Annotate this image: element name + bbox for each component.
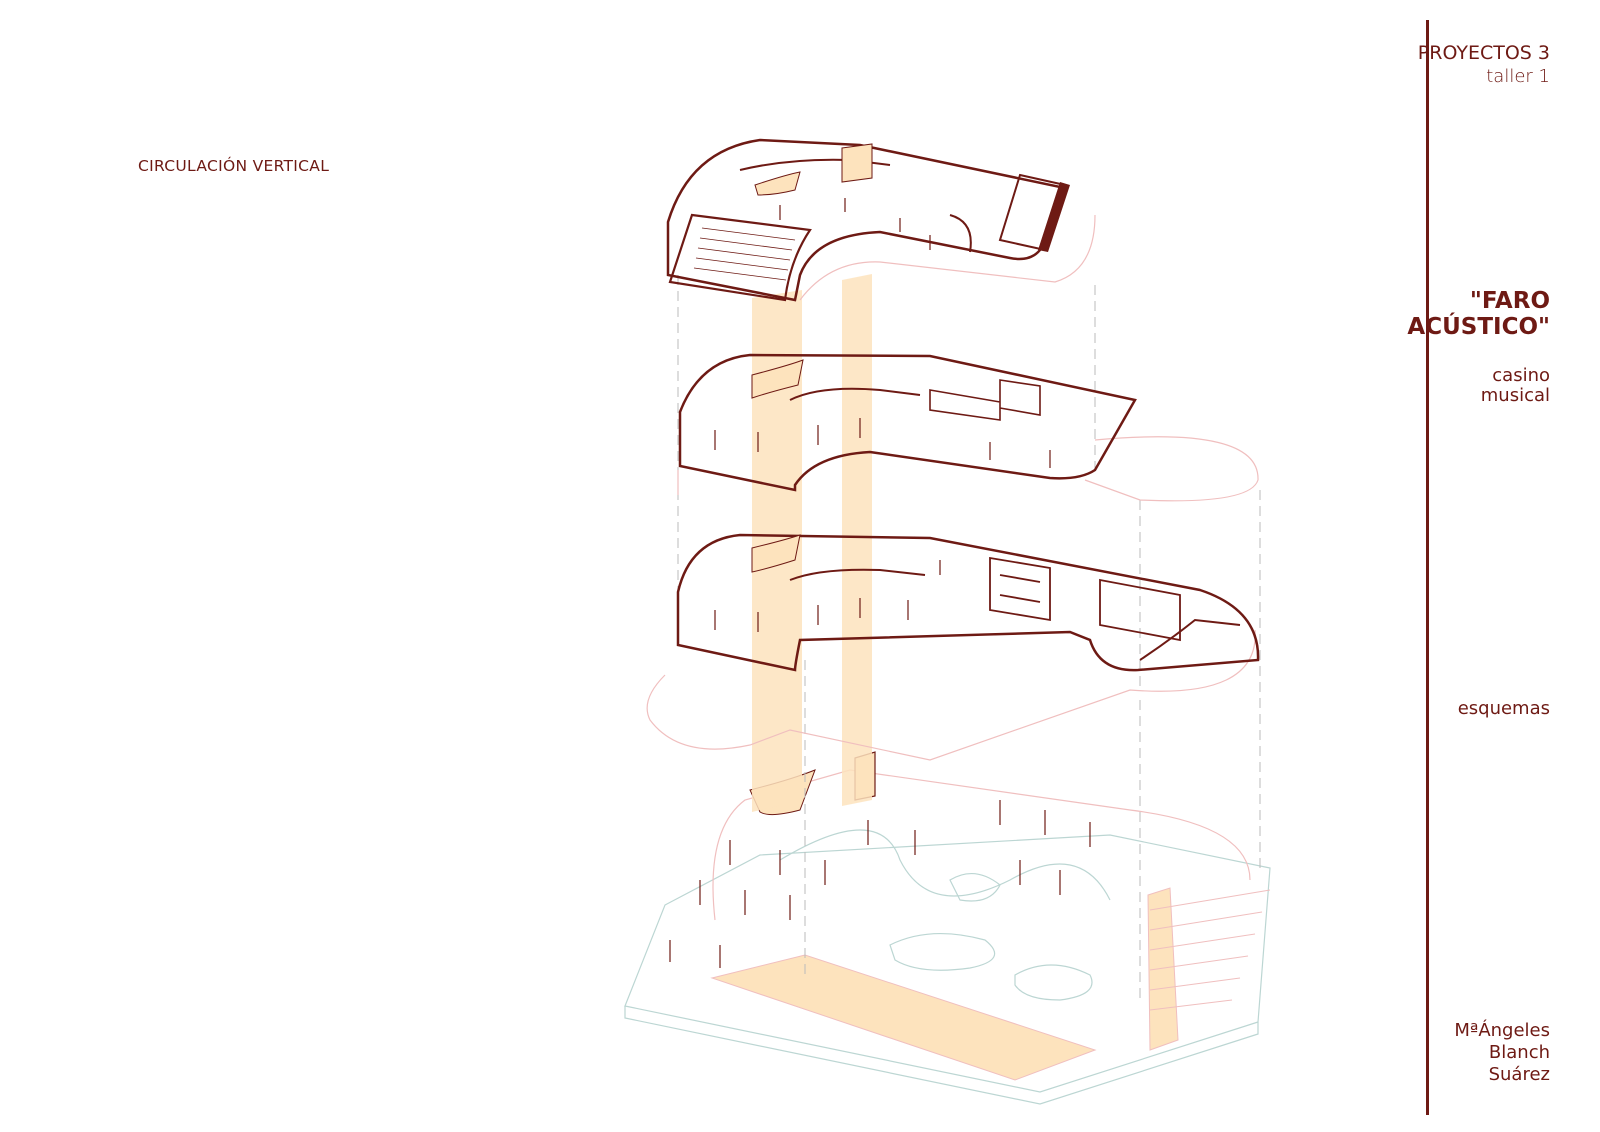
floor-1-ghost bbox=[646, 629, 1256, 761]
auditorium bbox=[668, 213, 812, 302]
project-subtitle: casino musical bbox=[1480, 365, 1550, 406]
ground-ghost-outline bbox=[712, 769, 1251, 921]
course-title: PROYECTOS 3 bbox=[1417, 42, 1550, 64]
floor-2-ghost bbox=[677, 436, 1259, 502]
workshop-label: taller 1 bbox=[1486, 66, 1550, 87]
floor-2-inner-curve bbox=[789, 387, 921, 401]
floor-3-thick-wall bbox=[1038, 182, 1070, 252]
floor-2-rooms bbox=[929, 379, 1041, 421]
stair-treads bbox=[1149, 889, 1271, 1011]
spiral-stair-floor-1 bbox=[751, 534, 801, 573]
ground-floor bbox=[624, 751, 1271, 1105]
floor-1-curved-wing bbox=[1139, 618, 1241, 661]
floor-1-rooms bbox=[989, 556, 1181, 642]
landscape-path bbox=[779, 829, 1111, 901]
spiral-stair-floor-3 bbox=[754, 171, 801, 196]
floor-2 bbox=[677, 353, 1259, 502]
floor-3-slab bbox=[666, 138, 1067, 302]
floor-1 bbox=[646, 533, 1260, 761]
floor-1-inner-curve bbox=[789, 568, 926, 581]
author-name: MªÁngeles Blanch Suárez bbox=[1454, 1020, 1550, 1085]
landscape-blob bbox=[889, 933, 996, 971]
ground-slab bbox=[624, 834, 1271, 1093]
floor-3-columns bbox=[779, 198, 931, 250]
floor-3-ghost bbox=[799, 214, 1096, 301]
ground-slab-edge bbox=[624, 1006, 1259, 1105]
project-title: "FARO ACÚSTICO" bbox=[1407, 288, 1550, 340]
floor-2-columns bbox=[714, 418, 1051, 468]
ground-stair bbox=[1147, 887, 1179, 1051]
spiral-stair-floor-2 bbox=[751, 359, 804, 399]
landscape-blob bbox=[1014, 964, 1093, 1001]
floor-2-slab bbox=[678, 353, 1137, 492]
ground-ramp bbox=[710, 954, 1097, 1081]
section-title: CIRCULACIÓN VERTICAL bbox=[138, 157, 330, 175]
ground-columns bbox=[669, 800, 1091, 968]
floor-1-columns bbox=[714, 560, 941, 632]
floor-1-slab bbox=[676, 533, 1260, 672]
elevator-core bbox=[842, 274, 872, 806]
floor-3 bbox=[666, 138, 1096, 302]
auditorium-seating bbox=[693, 227, 796, 281]
sheet-type-label: esquemas bbox=[1457, 698, 1550, 719]
vertical-divider bbox=[1426, 20, 1429, 1115]
elevator-floor-3 bbox=[841, 143, 873, 183]
